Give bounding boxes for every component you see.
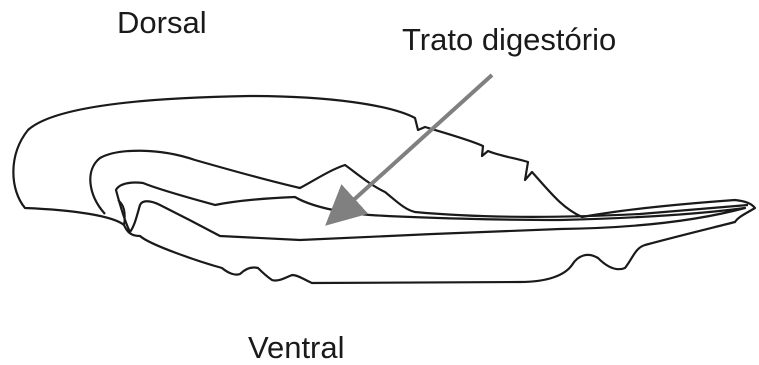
pointer-arrow	[337, 75, 492, 215]
digestive-channel	[116, 183, 745, 240]
body-outline	[13, 96, 755, 283]
dorsal-label: Dorsal	[117, 5, 207, 40]
ventral-label: Ventral	[248, 330, 345, 365]
digestive-tract-label: Trato digestório	[402, 22, 616, 57]
